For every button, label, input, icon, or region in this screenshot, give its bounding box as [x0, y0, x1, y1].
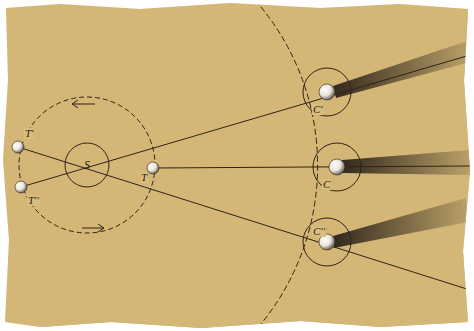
sun-letter: S — [84, 159, 90, 171]
sun-circle: S — [64, 142, 110, 188]
comet-position-label: C'' — [312, 226, 326, 237]
comet-position-label: C — [322, 179, 331, 190]
earth-position-label: T — [140, 172, 148, 183]
earth-position-label: T'' — [27, 195, 40, 206]
earth-position-label: T' — [24, 128, 34, 139]
comet-position-label: C' — [312, 104, 324, 115]
